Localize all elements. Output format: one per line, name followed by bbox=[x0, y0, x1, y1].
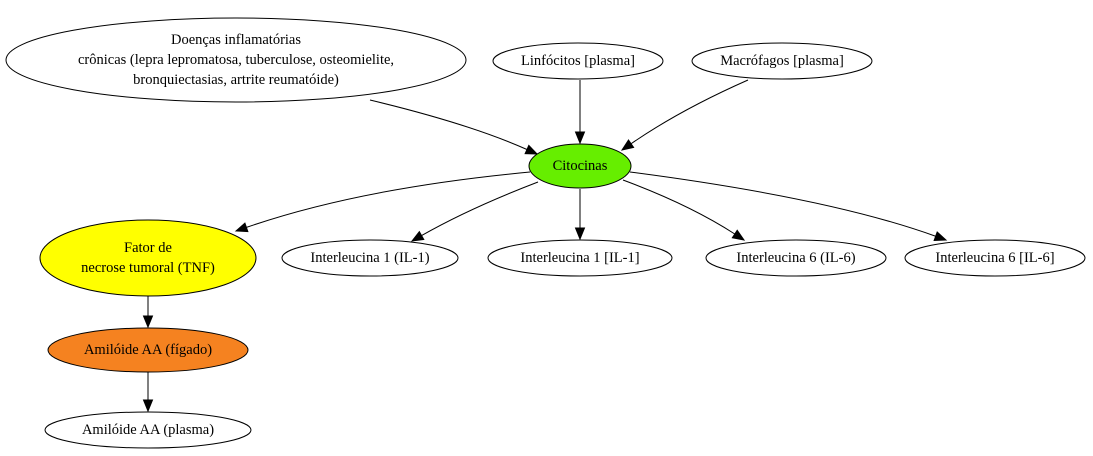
edge-line bbox=[421, 181, 539, 236]
node-label: Linfócitos [plasma] bbox=[521, 53, 635, 69]
nodes-layer: Doenças inflamatórias crônicas (lepra lep… bbox=[5, 17, 1086, 449]
node-ellipse bbox=[492, 42, 664, 80]
node-ellipse bbox=[528, 143, 632, 189]
node-label: Citocinas bbox=[553, 158, 608, 174]
node-il1-paren: Interleucina 1 (IL-1) bbox=[281, 239, 459, 277]
node-ellipse bbox=[487, 239, 673, 277]
edge-citocinas-to-il6-paren bbox=[622, 179, 746, 241]
node-ellipse bbox=[281, 239, 459, 277]
node-label: necrose tumoral (TNF) bbox=[81, 260, 215, 276]
edge-macrofagos-to-citocinas bbox=[620, 79, 749, 151]
edges-layer bbox=[142, 79, 948, 413]
node-citocinas: Citocinas bbox=[528, 143, 632, 189]
edge-line bbox=[369, 99, 528, 150]
edge-amiloide-figado-to-amiloide-plasma bbox=[142, 372, 154, 413]
arrowhead-icon bbox=[620, 139, 635, 151]
edge-line bbox=[629, 171, 936, 237]
node-ellipse bbox=[47, 327, 249, 373]
node-amiloide-plasma: Amilóide AA (plasma) bbox=[44, 411, 252, 449]
edge-line bbox=[246, 171, 531, 228]
node-il6-paren: Interleucina 6 (IL-6) bbox=[705, 239, 887, 277]
arrowhead-icon bbox=[410, 230, 425, 242]
node-ellipse bbox=[39, 219, 257, 297]
node-ellipse bbox=[705, 239, 887, 277]
edge-line bbox=[622, 179, 736, 235]
arrowhead-icon bbox=[574, 227, 586, 241]
node-label: Amilóide AA (fígado) bbox=[84, 342, 212, 358]
node-label: Interleucina 1 [IL-1] bbox=[520, 250, 639, 266]
arrowhead-icon bbox=[142, 399, 154, 413]
edge-citocinas-to-il1-bracket bbox=[574, 189, 586, 241]
arrowhead-icon bbox=[731, 229, 746, 241]
edge-tnf-to-amiloide-figado bbox=[142, 296, 154, 329]
node-tnf: Fator de necrose tumoral (TNF) bbox=[39, 219, 257, 297]
edge-citocinas-to-tnf bbox=[234, 171, 531, 233]
node-label: crônicas (lepra lepromatosa, tuberculose… bbox=[78, 52, 394, 68]
node-ellipse bbox=[5, 17, 467, 103]
node-ellipse bbox=[44, 411, 252, 449]
node-label: Interleucina 6 (IL-6) bbox=[736, 250, 855, 266]
edge-line bbox=[630, 79, 749, 145]
node-il6-bracket: Interleucina 6 [IL-6] bbox=[904, 239, 1086, 277]
node-label: Interleucina 6 [IL-6] bbox=[935, 250, 1054, 266]
node-doencas: Doenças inflamatórias crônicas (lepra lep… bbox=[5, 17, 467, 103]
arrowhead-icon bbox=[524, 144, 539, 155]
edge-citocinas-to-il1-paren bbox=[410, 181, 539, 242]
arrowhead-icon bbox=[574, 131, 586, 145]
node-ellipse bbox=[691, 42, 873, 80]
node-amiloide-figado: Amilóide AA (fígado) bbox=[47, 327, 249, 373]
arrowhead-icon bbox=[933, 231, 948, 242]
edge-citocinas-to-il6-bracket bbox=[629, 171, 948, 242]
node-label: Interleucina 1 (IL-1) bbox=[310, 250, 429, 266]
arrowhead-icon bbox=[142, 315, 154, 329]
node-macrofagos: Macrófagos [plasma] bbox=[691, 42, 873, 80]
edge-doencas-to-citocinas bbox=[369, 99, 539, 155]
node-label: Fator de bbox=[124, 240, 172, 256]
node-linfocitos: Linfócitos [plasma] bbox=[492, 42, 664, 80]
node-label: Macrófagos [plasma] bbox=[720, 53, 844, 69]
arrowhead-icon bbox=[234, 222, 249, 233]
node-ellipse bbox=[904, 239, 1086, 277]
node-il1-bracket: Interleucina 1 [IL-1] bbox=[487, 239, 673, 277]
node-label: Doenças inflamatórias bbox=[171, 32, 301, 48]
edge-linfocitos-to-citocinas bbox=[574, 80, 586, 145]
node-label: Amilóide AA (plasma) bbox=[82, 422, 214, 438]
node-label: bronquiectasias, artrite reumatóide) bbox=[133, 72, 339, 88]
